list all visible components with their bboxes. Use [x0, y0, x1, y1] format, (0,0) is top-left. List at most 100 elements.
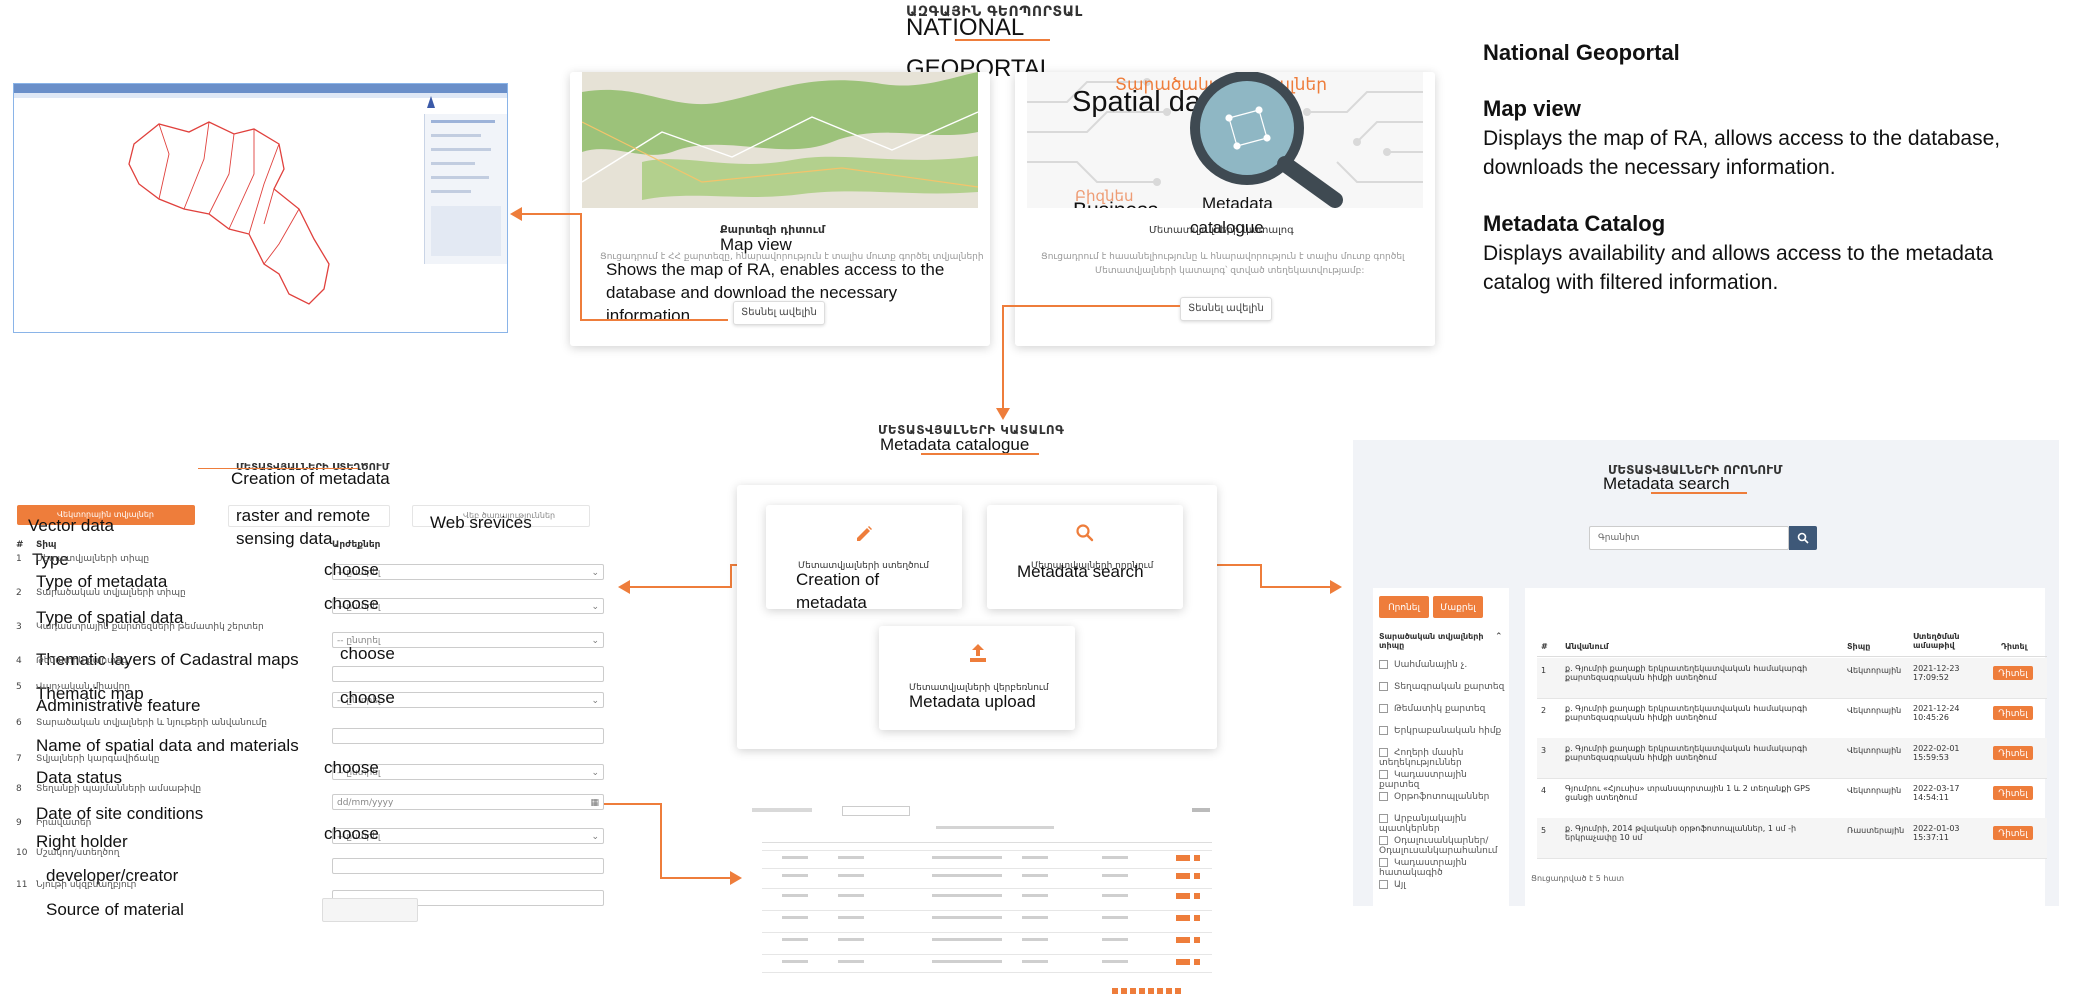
- magnifier-icon: [1190, 72, 1343, 208]
- table-delete-button[interactable]: [1194, 873, 1200, 879]
- table-cell: [932, 938, 1002, 941]
- arrow-to-search-icon: [1330, 580, 1342, 594]
- filter-checkbox[interactable]: [1379, 748, 1388, 757]
- filter-checkbox[interactable]: [1379, 858, 1388, 867]
- result-view-button[interactable]: Դիտել: [1993, 666, 2033, 680]
- tab-vector-data[interactable]: Վեկտորային տվյալներ: [17, 505, 195, 525]
- result-type: Վեկտորային: [1847, 786, 1902, 795]
- result-view-button[interactable]: Դիտել: [1993, 786, 2033, 800]
- metadata-search-label: Metadata search: [1017, 562, 1144, 581]
- form-row-select[interactable]: -- ընտրել⌄: [332, 564, 604, 580]
- filter-checkbox[interactable]: [1379, 836, 1388, 845]
- filter-item[interactable]: Հողերի մասին տեղեկություններ: [1379, 748, 1509, 768]
- filter-checkbox[interactable]: [1379, 704, 1388, 713]
- filter-checkbox[interactable]: [1379, 660, 1388, 669]
- chevron-down-icon[interactable]: ⌄: [591, 696, 599, 706]
- table-view-button[interactable]: [1176, 937, 1190, 943]
- tab-web-services[interactable]: Վեբ ծառայություններ: [412, 505, 590, 527]
- filter-checkbox[interactable]: [1379, 770, 1388, 779]
- filter-item[interactable]: Արբանյակային պատկերներ: [1379, 814, 1509, 834]
- create-metadata-label-2: metadata: [796, 593, 867, 612]
- chevron-down-icon[interactable]: ⌄: [591, 568, 599, 578]
- table-view-button[interactable]: [1176, 893, 1190, 899]
- metadata-search-tile[interactable]: Մետատվյալների որոնում Metadata search: [987, 505, 1183, 609]
- chevron-down-icon[interactable]: ⌄: [591, 768, 599, 778]
- table-view-button[interactable]: [1176, 873, 1190, 879]
- filter-item[interactable]: Սահմանային չ.: [1379, 660, 1467, 670]
- chevron-down-icon[interactable]: ⌄: [591, 832, 599, 842]
- result-view-button[interactable]: Դիտել: [1993, 706, 2033, 720]
- filter-collapse-icon[interactable]: ⌃: [1495, 632, 1503, 642]
- metadata-catalogue-card[interactable]: Տարածական տվյալներ Spatial data Բիզնես B…: [1015, 72, 1435, 346]
- search-screen-input[interactable]: Գրանիտ: [1589, 526, 1789, 550]
- connector-catalogue-vertical: [1002, 305, 1004, 410]
- form-row-select[interactable]: -- ընտրել⌄: [332, 764, 604, 780]
- filter-clear-button[interactable]: Մաքրել: [1433, 596, 1483, 618]
- search-screen-button[interactable]: [1789, 526, 1817, 550]
- filter-checkbox[interactable]: [1379, 814, 1388, 823]
- table-delete-button[interactable]: [1194, 937, 1200, 943]
- table-delete-button[interactable]: [1194, 855, 1200, 861]
- filter-item[interactable]: Թեմատիկ քարտեզ: [1379, 704, 1485, 714]
- header-national: NATIONAL: [906, 14, 1025, 41]
- table-cell: [838, 856, 864, 859]
- create-metadata-tile[interactable]: Մետատվյալների ստեղծում Creation of metad…: [766, 505, 962, 612]
- results-header-type: Տիպը: [1847, 642, 1871, 651]
- filter-item[interactable]: Տեղագրական քարտեզ: [1379, 682, 1504, 692]
- tab-raster-data[interactable]: [228, 505, 390, 527]
- form-row-select[interactable]: -- ընտրել⌄: [332, 692, 604, 708]
- filter-checkbox[interactable]: [1379, 792, 1388, 801]
- filter-item[interactable]: Այլ: [1379, 880, 1406, 890]
- filter-checkbox[interactable]: [1379, 726, 1388, 735]
- table-view-button[interactable]: [1176, 959, 1190, 965]
- filter-item[interactable]: Երկրաբանական հիմք: [1379, 726, 1501, 736]
- table-view-button[interactable]: [1176, 915, 1190, 921]
- metadata-upload-tile[interactable]: Մետատվյալների վերբեռնում Metadata upload: [879, 626, 1075, 730]
- map-view-card[interactable]: Քարտեզի դիտում Map view Ցուցադրում է ՀՀ …: [570, 72, 990, 346]
- form-row-select[interactable]: [332, 858, 604, 874]
- result-view-button[interactable]: Դիտել: [1993, 826, 2033, 840]
- create-form-title-underline: [198, 468, 358, 469]
- filter-item[interactable]: Կադաստրային հատակագիծ: [1379, 858, 1509, 878]
- filter-search-button[interactable]: Որոնել: [1379, 596, 1429, 618]
- connector-search-horizontal-1: [1184, 564, 1262, 566]
- filter-item[interactable]: Օրթոֆոտոպլաններ: [1379, 792, 1489, 802]
- chevron-down-icon[interactable]: ⌄: [591, 636, 599, 646]
- form-row-select[interactable]: -- ընտրել⌄: [332, 632, 604, 648]
- form-row-number: 7: [16, 754, 22, 764]
- form-row-select[interactable]: [332, 728, 604, 744]
- filter-item[interactable]: Օդալուսանկարներ/Օդալուսանկարահանում: [1379, 836, 1509, 856]
- form-row-select[interactable]: -- ընտրել⌄: [332, 598, 604, 614]
- source-chip[interactable]: [322, 898, 418, 922]
- result-date: 2022-01-03 15:37:11: [1913, 824, 1960, 843]
- form-row-label-armenian: Տարածական տվյալների տիպը: [36, 588, 186, 598]
- filter-item-label: Տեղագրական քարտեզ: [1394, 682, 1505, 692]
- map-card-see-more-button[interactable]: Տեսնել ավելին: [733, 301, 825, 325]
- filter-checkbox[interactable]: [1379, 682, 1388, 691]
- legend-map-view-heading: Map view: [1483, 96, 1581, 121]
- form-row-choose: choose: [324, 824, 379, 843]
- column-type-header: Type: [32, 550, 69, 569]
- table-delete-button[interactable]: [1194, 959, 1200, 965]
- catalogue-card-see-more-button[interactable]: Տեսնել ավելին: [1180, 297, 1272, 321]
- filter-item[interactable]: Կադաստրային քարտեզ: [1379, 770, 1509, 790]
- chevron-down-icon[interactable]: ⌄: [591, 602, 599, 612]
- form-row-select[interactable]: -- ընտրել⌄: [332, 828, 604, 844]
- table-delete-button[interactable]: [1194, 893, 1200, 899]
- result-name: ք. Գյումրի քաղաքի երկրատեղեկատվական համա…: [1565, 664, 1808, 683]
- table-cell: [838, 874, 864, 877]
- table-view-button[interactable]: [1176, 855, 1190, 861]
- result-view-button[interactable]: Դիտել: [1993, 746, 2033, 760]
- form-row-label-armenian: Վարչական միավոր: [36, 682, 130, 692]
- calendar-icon[interactable]: ▦: [590, 798, 599, 808]
- filter-checkbox[interactable]: [1379, 880, 1388, 889]
- form-row-select[interactable]: [332, 666, 604, 682]
- table-delete-button[interactable]: [1194, 915, 1200, 921]
- results-header-date: Ստեղծման ամսաթիվ: [1913, 632, 1960, 651]
- date-field[interactable]: dd/mm/yyyy▦: [332, 794, 604, 810]
